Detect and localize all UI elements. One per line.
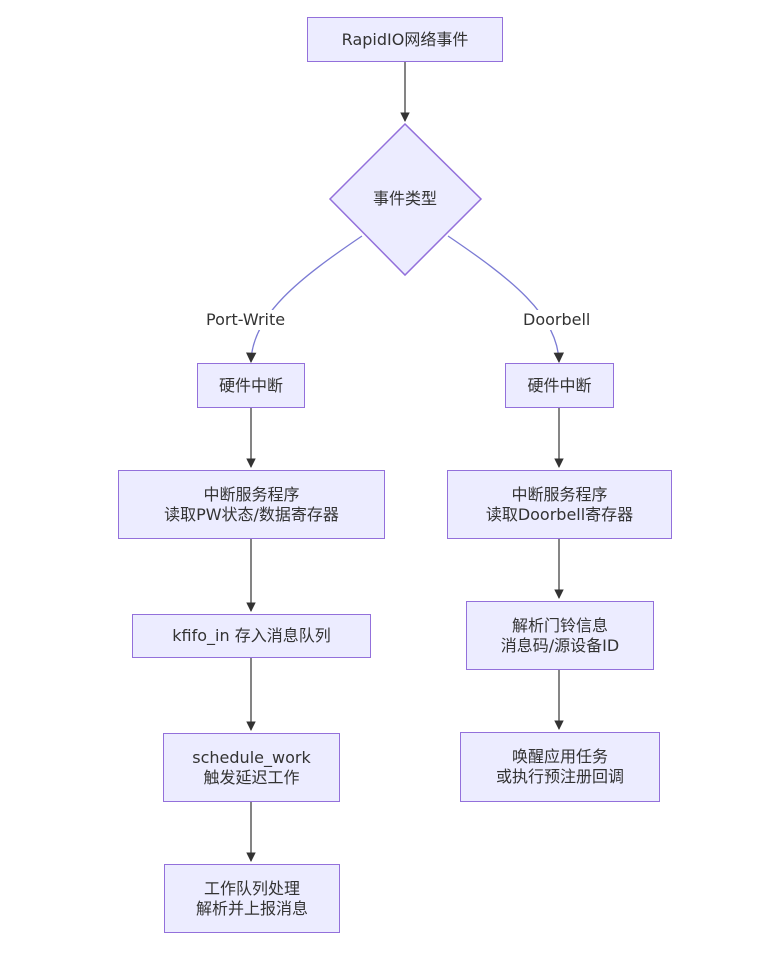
pw-isr-line-1: 中断服务程序 <box>203 484 300 504</box>
start-node: RapidIO网络事件 <box>307 17 503 62</box>
db-parse-line-1: 解析门铃信息 <box>511 615 608 635</box>
db-parse-node: 解析门铃信息 消息码/源设备ID <box>466 601 654 670</box>
db-wake-line-2: 或执行预注册回调 <box>495 767 624 786</box>
pw-schedule-line-2: 触发延迟工作 <box>203 767 300 787</box>
db-wake-line-1: 唤醒应用任务 <box>511 747 608 766</box>
edge-decision-portwrite <box>246 235 363 364</box>
pw-hardware-interrupt-node: 硬件中断 <box>197 363 305 408</box>
edge-decision-doorbell <box>447 235 564 364</box>
pw-hardware-interrupt-label: 硬件中断 <box>218 375 283 395</box>
pw-schedule-line-1: schedule_work <box>192 747 311 767</box>
db-hardware-interrupt-node: 硬件中断 <box>505 363 614 408</box>
pw-workqueue-line-2: 解析并上报消息 <box>195 898 308 918</box>
edge-label-port-write: Port-Write <box>206 310 286 330</box>
db-isr-node: 中断服务程序 读取Doorbell寄存器 <box>447 470 672 539</box>
edge-label-doorbell: Doorbell <box>523 310 591 330</box>
pw-isr-node: 中断服务程序 读取PW状态/数据寄存器 <box>118 470 385 539</box>
pw-kfifo-node: kfifo_in 存入消息队列 <box>132 614 371 658</box>
pw-kfifo-label: kfifo_in 存入消息队列 <box>172 626 331 645</box>
db-isr-line-1: 中断服务程序 <box>511 484 608 504</box>
db-parse-line-2: 消息码/源设备ID <box>500 635 620 655</box>
db-wake-node: 唤醒应用任务 或执行预注册回调 <box>460 732 660 802</box>
decision-diamond <box>328 122 483 277</box>
pw-isr-line-2: 读取PW状态/数据寄存器 <box>164 504 339 524</box>
start-node-label: RapidIO网络事件 <box>341 29 469 49</box>
db-isr-line-2: 读取Doorbell寄存器 <box>485 504 634 524</box>
pw-workqueue-node: 工作队列处理 解析并上报消息 <box>164 864 340 933</box>
db-hardware-interrupt-label: 硬件中断 <box>527 375 592 395</box>
pw-workqueue-line-1: 工作队列处理 <box>203 878 300 898</box>
decision-node-label: 事件类型 <box>372 189 437 208</box>
pw-schedule-work-node: schedule_work 触发延迟工作 <box>163 733 340 802</box>
